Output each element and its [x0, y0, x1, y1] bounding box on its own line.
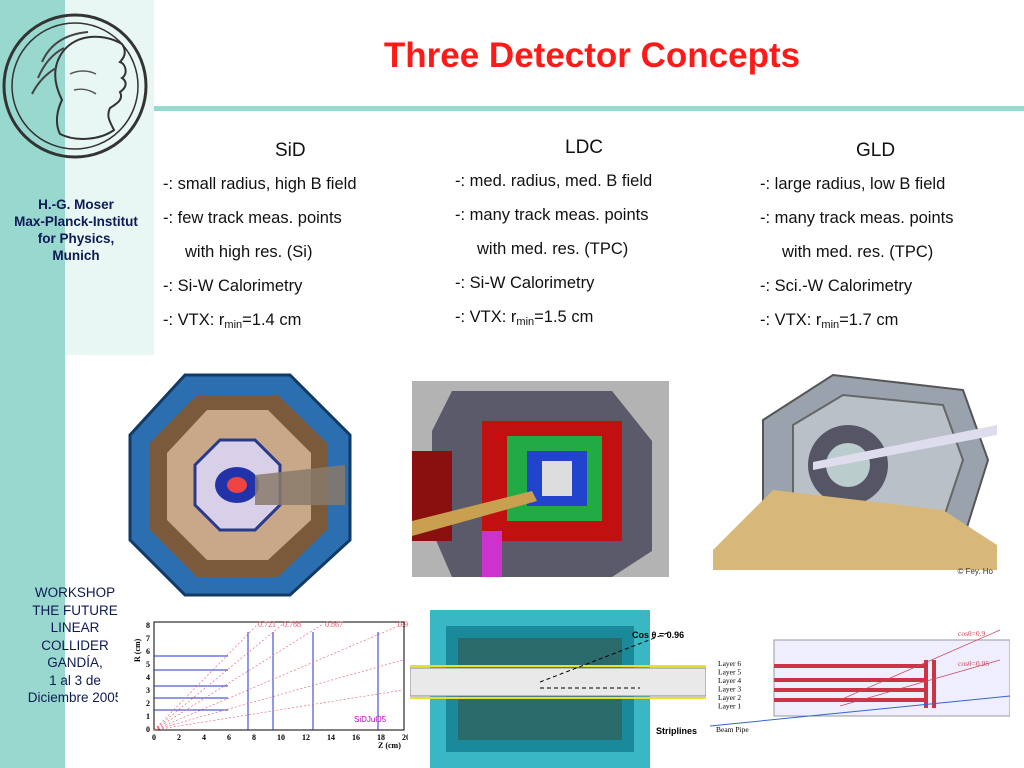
column-line: with high res. (Si): [185, 243, 313, 261]
column-line: -: few track meas. points: [163, 209, 342, 227]
column-heading: LDC: [565, 137, 604, 158]
author-affiliation: H.-G. Moser Max-Planck-Institut for Phys…: [14, 197, 138, 263]
layer-label: Layer 1: [718, 702, 741, 711]
ldc-detector-image: [412, 381, 669, 577]
y-axis-label: R (cm): [133, 638, 142, 662]
cos-label: cosθ=0.9: [958, 629, 985, 638]
y-tick-label: 8: [146, 621, 150, 630]
y-tick-label: 2: [146, 699, 150, 708]
column-line: -: many track meas. points: [455, 206, 649, 224]
x-tick-label: 2: [177, 733, 181, 742]
cos-label: 0.788: [283, 620, 301, 629]
y-tick-label: 1: [146, 712, 150, 721]
x-tick-label: 6: [227, 733, 231, 742]
column-line: -: Si-W Calorimetry: [455, 274, 595, 292]
column-gld: GLD -: large radius, low B field -: many…: [760, 140, 953, 344]
sidebar-strip: [0, 0, 65, 768]
column-ldc: LDC -: med. radius, med. B field -: many…: [455, 137, 652, 341]
plot-tag: SiDJul05: [354, 715, 387, 724]
y-tick-label: 4: [146, 673, 150, 682]
column-line: -: large radius, low B field: [760, 175, 946, 193]
y-tick-label: 6: [146, 647, 150, 656]
column-line: -: Sci.-W Calorimetry: [760, 277, 913, 295]
vtx-line: -: VTX: rmin=1.4 cm: [163, 311, 302, 331]
y-tick-label: 0: [146, 725, 150, 734]
column-heading: SiD: [275, 140, 306, 161]
gld-detector-image: © Fey. Ho: [713, 370, 997, 578]
image-credit: © Fey. Ho: [957, 567, 993, 576]
x-tick-label: 14: [327, 733, 335, 742]
y-tick-label: 7: [146, 634, 150, 643]
x-tick-label: 16: [352, 733, 360, 742]
minerva-logo-icon: [2, 13, 148, 159]
column-line: -: small radius, high B field: [163, 175, 357, 193]
vtx-line: -: VTX: rmin=1.7 cm: [760, 311, 899, 331]
title-divider: [154, 106, 1024, 111]
column-line: -: med. radius, med. B field: [455, 172, 653, 190]
layer-label: Layer 2: [718, 693, 741, 702]
y-tick-label: 3: [146, 686, 150, 695]
x-tick-label: 8: [252, 733, 256, 742]
sid-detector-image: [115, 355, 360, 600]
cos-label: 0.867: [325, 620, 343, 629]
cos-label: 0.9: [398, 620, 408, 629]
vtx-line: -: VTX: rmin=1.5 cm: [455, 308, 594, 328]
ldc-cross-section: Cos θ = 0.96 Striplines: [410, 610, 706, 768]
x-tick-label: 18: [377, 733, 385, 742]
layer-label: Layer 4: [718, 676, 741, 685]
layer-label: Layer 6: [718, 659, 741, 668]
cos-theta-label: Cos θ = 0.96: [632, 630, 684, 640]
x-tick-label: 20: [402, 733, 408, 742]
x-axis-label: Z (cm): [378, 741, 401, 750]
sidebar-panel: [65, 0, 154, 355]
x-tick-label: 12: [302, 733, 310, 742]
column-sid: SiD -: small radius, high B field -: few…: [163, 140, 357, 344]
column-heading: GLD: [856, 140, 896, 161]
layer-label: Layer 3: [718, 685, 741, 694]
workshop-info: WORKSHOP THE FUTURE LINEAR COLLIDER GAND…: [27, 585, 123, 705]
striplines-label: Striplines: [656, 726, 697, 736]
column-line: -: many track meas. points: [760, 209, 954, 227]
x-tick-label: 4: [202, 733, 206, 742]
column-line: with med. res. (TPC): [782, 243, 934, 261]
cos-label: cosθ=0.95: [958, 659, 989, 668]
column-line: with med. res. (TPC): [477, 240, 629, 258]
column-line: -: Si-W Calorimetry: [163, 277, 303, 295]
cos-label: 0.721: [258, 620, 276, 629]
sid-layout-plot: 0.721 0.788 0.867 0.9 R (cm) Z (cm) SiDJ…: [118, 610, 408, 768]
x-tick-label: 10: [277, 733, 285, 742]
page-title: Three Detector Concepts: [383, 36, 801, 75]
y-tick-label: 5: [146, 660, 150, 669]
layer-label: Layer 5: [718, 668, 741, 677]
beam-pipe-label: Beam Pipe: [716, 725, 749, 734]
x-tick-label: 0: [152, 733, 156, 742]
